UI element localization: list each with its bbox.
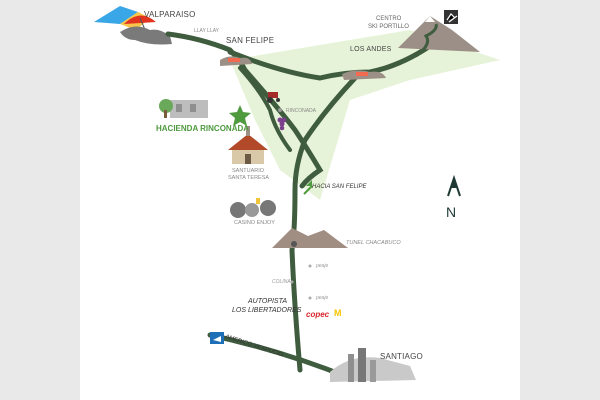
label-copec: copec — [306, 310, 330, 319]
label-hacienda-rinconada: HACIENDA RINCONADA — [156, 124, 250, 133]
label-hacia-san-felipe: HACIA SAN FELIPE — [312, 184, 367, 190]
airplane-icon — [210, 332, 224, 344]
compass-arrow-icon — [303, 180, 313, 195]
label-valparaiso: VALPARAISO — [144, 10, 196, 19]
label-colina: COLINA — [272, 279, 291, 285]
label-santuario: SANTUARIO — [232, 168, 265, 174]
skier-icon — [444, 10, 458, 24]
mcdonalds-icon: M — [334, 308, 342, 318]
left-margin — [0, 0, 80, 400]
valparaiso-hills — [120, 26, 172, 45]
tunel-mountain — [272, 228, 348, 248]
casino-icon — [230, 198, 276, 218]
label-tunel-chacabuco: TUNEL CHACABUCO — [346, 240, 401, 246]
label-autopista: AUTOPISTA — [248, 298, 288, 305]
label-north: N — [446, 204, 457, 220]
tractor-icon — [267, 92, 280, 103]
label-santiago: SANTIAGO — [380, 352, 423, 361]
rinconada-dot — [278, 108, 282, 112]
label-rinconada: RINCONADA — [286, 108, 317, 114]
mountain-icon — [398, 16, 480, 52]
right-margin — [520, 0, 600, 400]
label-los-andes: LOS ANDES — [350, 46, 392, 53]
hacienda-building-icon — [159, 99, 208, 118]
label-peaje-1: peaje — [316, 263, 329, 269]
map-graphics — [94, 6, 500, 382]
city-skyline-icon — [330, 348, 416, 382]
peaje-dot-1 — [308, 264, 312, 268]
label-peaje-2: peaje — [316, 295, 329, 301]
peaje-dot-2 — [308, 296, 312, 300]
grape-icon — [277, 117, 287, 131]
label-ski-portillo: SKI PORTILLO — [368, 24, 409, 30]
label-llay-llay: LLAY LLAY — [194, 28, 220, 34]
colina-dot — [290, 280, 294, 284]
ski-road — [415, 23, 438, 58]
label-casino-enjoy: CASINO ENJOY — [234, 220, 275, 226]
label-centro: CENTRO — [376, 16, 402, 22]
label-los-libertadores: LOS LIBERTADORES — [232, 307, 302, 314]
label-santa-teresa: SANTA TERESA — [228, 175, 270, 181]
los-andes-town — [342, 70, 386, 80]
tunnel-opening — [291, 241, 297, 247]
label-san-felipe: SAN FELIPE — [226, 36, 275, 45]
star-icon — [229, 105, 251, 126]
chapel-icon — [228, 126, 268, 164]
san-felipe-town — [220, 56, 252, 66]
route-map: VALPARAISO LLAY LLAY SAN FELIPE CENTRO S… — [80, 0, 520, 400]
north-arrow-icon — [447, 174, 461, 197]
